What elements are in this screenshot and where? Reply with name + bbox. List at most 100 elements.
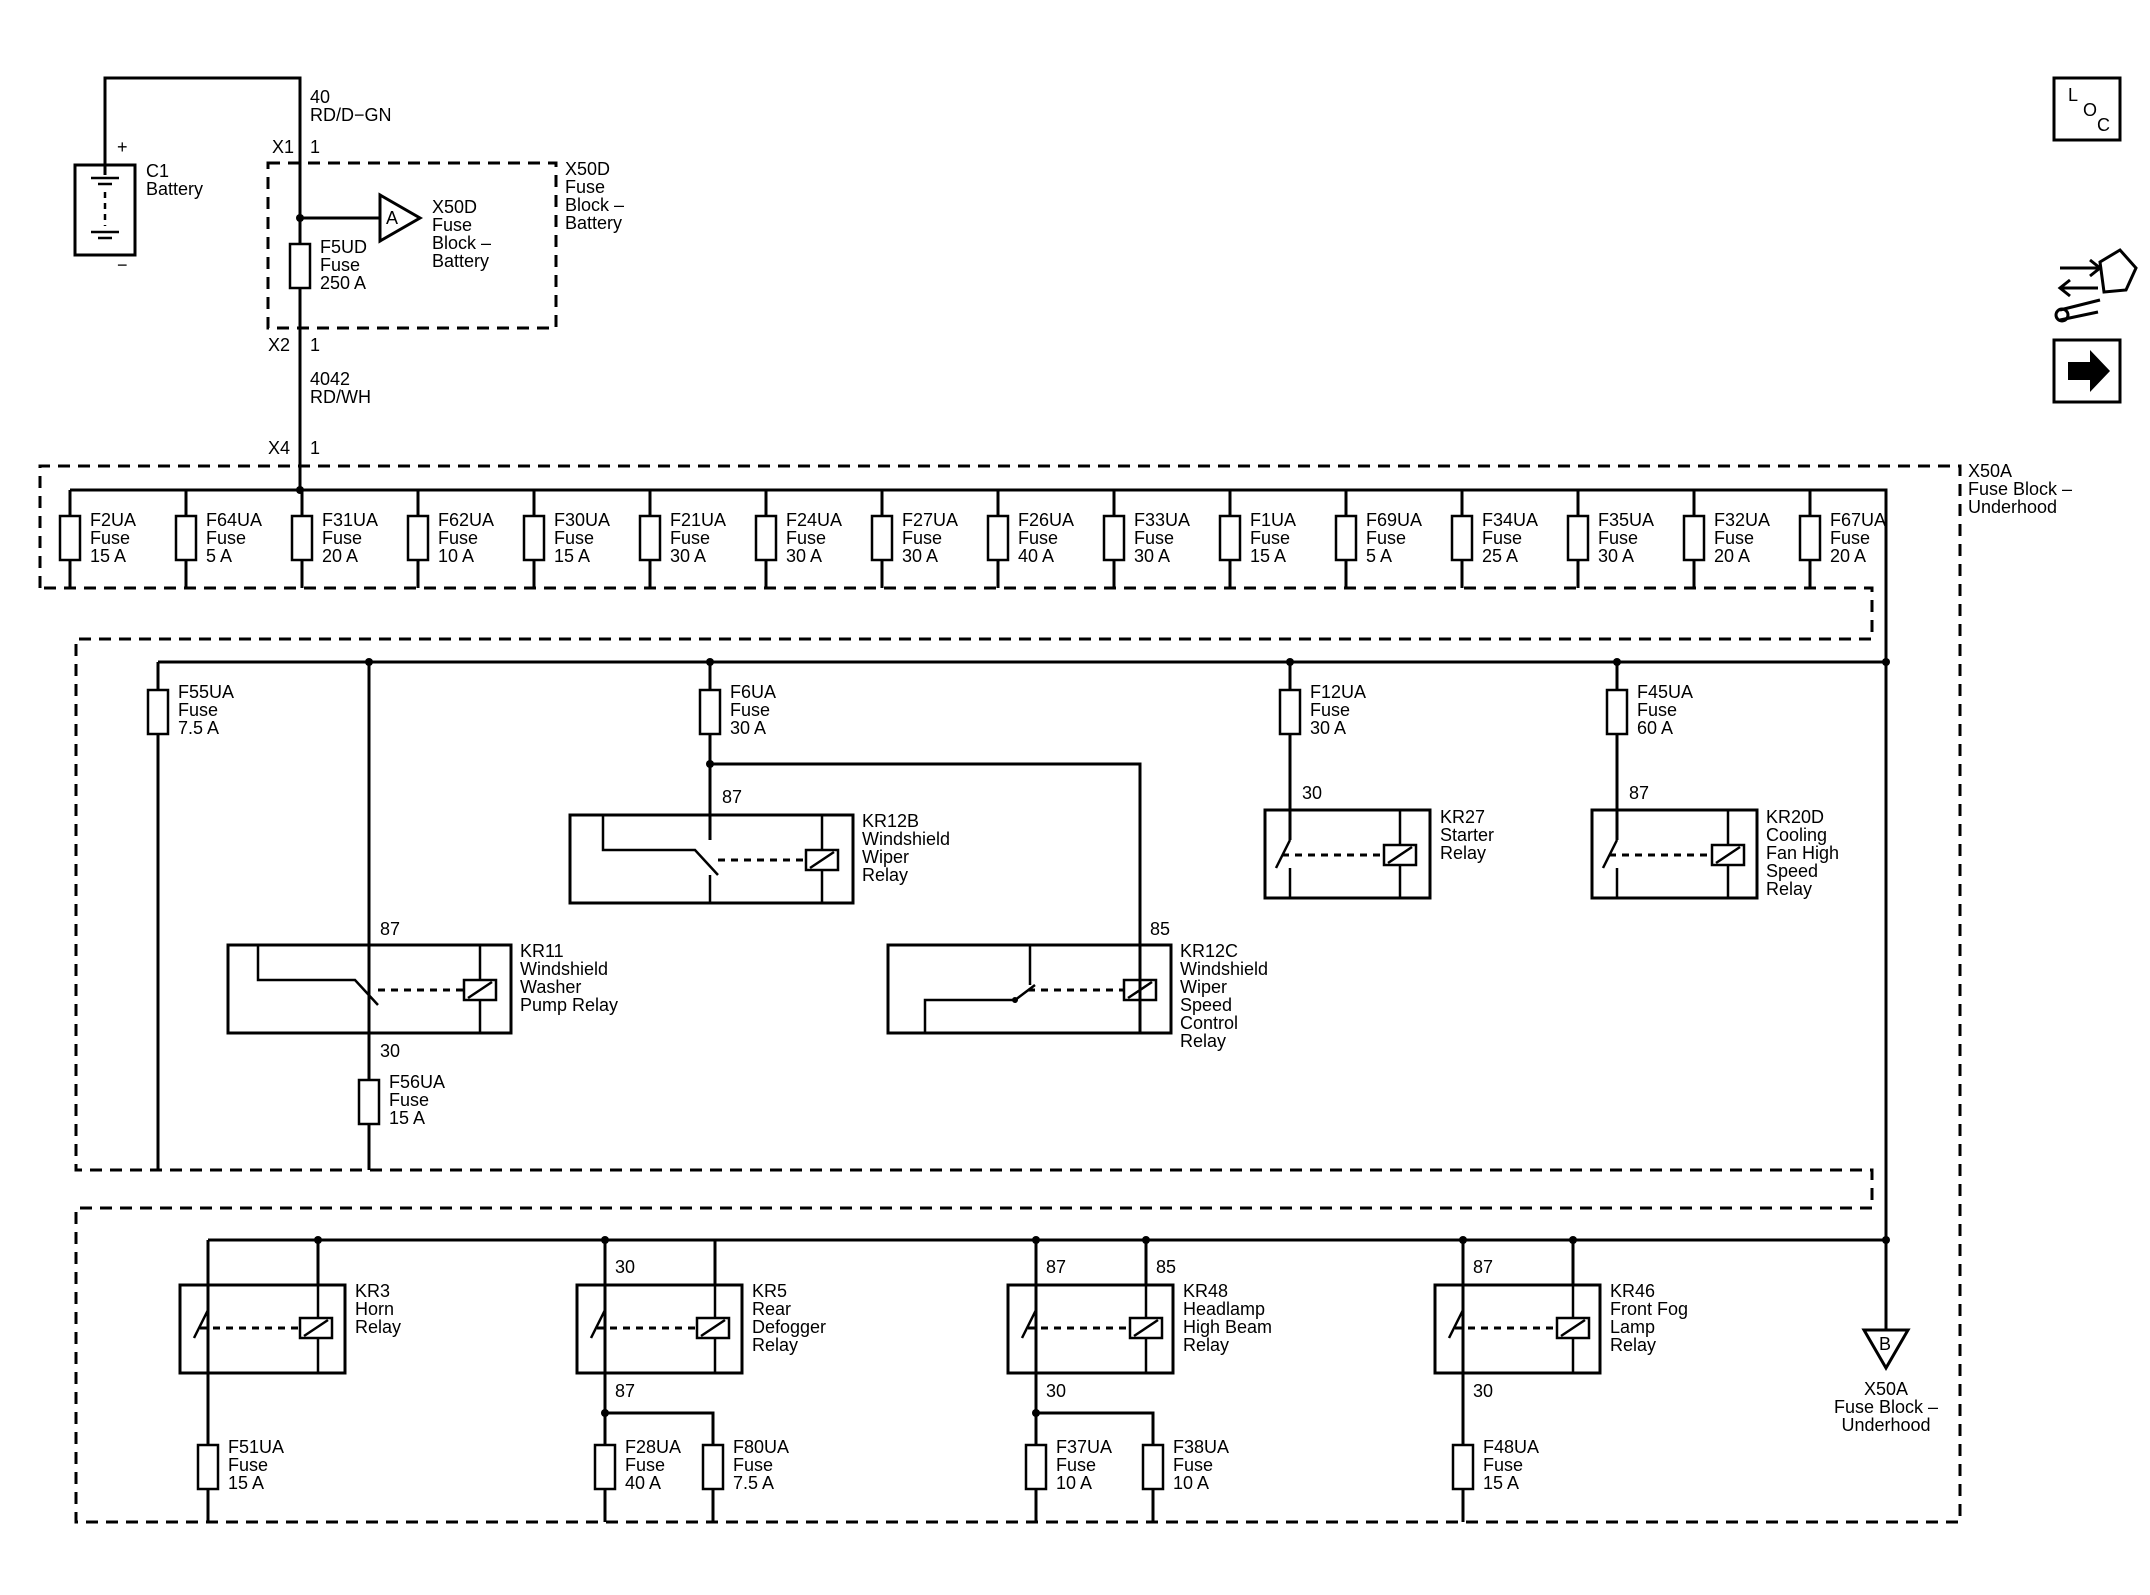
relay-coil — [695, 1316, 731, 1340]
fuse-15 — [1798, 514, 1822, 562]
fuse-rating: 20 A — [1714, 546, 1750, 566]
fuse-ref: F21UA — [670, 510, 726, 530]
fuse-rating: 30 A — [786, 546, 822, 566]
relay-ref: KR27 — [1440, 807, 1485, 827]
relay-coil — [298, 1316, 334, 1340]
offpage-b-ref: X50A — [1864, 1379, 1908, 1399]
fuse-ref: F80UA — [733, 1437, 789, 1457]
fuse-ref: F38UA — [1173, 1437, 1229, 1457]
relay-line: Relay — [1766, 879, 1812, 899]
fuse-type: Fuse — [438, 528, 478, 548]
offpage-b-letter: B — [1879, 1334, 1891, 1354]
fuse-ref: F30UA — [554, 510, 610, 530]
relay-coil — [1122, 978, 1158, 1002]
fuse-rating: 25 A — [1482, 546, 1518, 566]
fuse-10 — [1218, 514, 1242, 562]
fuse-rating: 30 A — [1134, 546, 1170, 566]
fuse-6 — [754, 514, 778, 562]
fuse-3 — [406, 514, 430, 562]
fuse-rating: 7.5 A — [733, 1473, 774, 1493]
offpage-a-line: Battery — [432, 251, 489, 271]
fuse-rating: 20 A — [322, 546, 358, 566]
fuse-rating: 10 A — [1056, 1473, 1092, 1493]
pin-label: 87 — [615, 1381, 635, 1401]
fuse-type: Fuse — [786, 528, 826, 548]
battery-symbol — [73, 163, 137, 257]
fuse-type: Fuse — [90, 528, 130, 548]
fuse-ref: F6UA — [730, 682, 776, 702]
fuse-f48ua — [1451, 1443, 1475, 1491]
fuse-ref: F32UA — [1714, 510, 1770, 530]
fuse-ref: F1UA — [1250, 510, 1296, 530]
x50a-block: X50A Fuse Block – Underhood — [38, 461, 2072, 1524]
fuse-ref: F27UA — [902, 510, 958, 530]
fuse-type: Fuse — [1483, 1455, 1523, 1475]
loc-letter: C — [2097, 115, 2110, 135]
fuse-14 — [1682, 514, 1706, 562]
wire-mid-color: RD/WH — [310, 387, 371, 407]
fuse-rating: 20 A — [1830, 546, 1866, 566]
relay-line: Relay — [1183, 1335, 1229, 1355]
wire-top-circuit: 40 — [310, 87, 330, 107]
fuse-ref: F56UA — [389, 1072, 445, 1092]
fuse-type: Fuse — [1056, 1455, 1096, 1475]
pin-label: 87 — [1629, 783, 1649, 803]
middle-section: F55UA Fuse 7.5 A 87 KR11 Windshield Wash… — [146, 658, 1890, 1170]
fuse-5 — [638, 514, 662, 562]
x50a-ref: X50A — [1968, 461, 2012, 481]
relay-line: Relay — [355, 1317, 401, 1337]
relay-kr27 — [1263, 808, 1432, 900]
fuse-13 — [1566, 514, 1590, 562]
battery-name: Battery — [146, 179, 203, 199]
fuse-f56ua — [357, 1078, 381, 1126]
loc-icon[interactable]: L O C — [2052, 76, 2122, 142]
pin-label: 85 — [1150, 919, 1170, 939]
relay-line: Relay — [1180, 1031, 1226, 1051]
fuse-ref: F55UA — [178, 682, 234, 702]
fuse-f5ud-rating: 250 A — [320, 273, 366, 293]
fuse-type: Fuse — [733, 1455, 773, 1475]
fuse-f5ud-type: Fuse — [320, 255, 360, 275]
fuse-type: Fuse — [1637, 700, 1677, 720]
offpage-a-line: Block – — [432, 233, 491, 253]
battery-section: + − C1 Battery 40 RD/D−GN X1 1 X50D Fuse… — [73, 76, 624, 490]
relay-ref: KR11 — [520, 941, 564, 961]
x50a-line: Underhood — [1968, 497, 2057, 517]
fuse-type: Fuse — [730, 700, 770, 720]
pin-label: 30 — [380, 1041, 400, 1061]
fuse-ref: F45UA — [1637, 682, 1693, 702]
connector-x4-pin: 1 — [310, 438, 320, 458]
relay-line: Relay — [862, 865, 908, 885]
pin-label: 30 — [1302, 783, 1322, 803]
relay-ref: KR3 — [355, 1281, 390, 1301]
x50d-ref: X50D — [565, 159, 610, 179]
relay-line: Relay — [1440, 843, 1486, 863]
connector-x4: X4 — [268, 438, 290, 458]
connector-tool-icon[interactable] — [2054, 248, 2138, 323]
fuse-type: Fuse — [554, 528, 594, 548]
next-arrow-icon[interactable] — [2052, 338, 2122, 404]
relay-line: Fan High — [1766, 843, 1839, 863]
fuse-ref: F28UA — [625, 1437, 681, 1457]
connector-x1-pin: 1 — [310, 137, 320, 157]
x50d-line: Fuse — [565, 177, 605, 197]
fuse-type: Fuse — [322, 528, 362, 548]
fuse-4 — [522, 514, 546, 562]
wire-top-color: RD/D−GN — [310, 105, 392, 125]
fuse-type: Fuse — [1714, 528, 1754, 548]
relay-line: High Beam — [1183, 1317, 1272, 1337]
fuse-rating: 30 A — [730, 718, 766, 738]
fuse-rating: 40 A — [625, 1473, 661, 1493]
pin-label: 85 — [1156, 1257, 1176, 1277]
pin-label: 87 — [1046, 1257, 1066, 1277]
fuse-ref: F12UA — [1310, 682, 1366, 702]
relay-line: Defogger — [752, 1317, 826, 1337]
fuse-type: Fuse — [389, 1090, 429, 1110]
relay-line: Speed — [1766, 861, 1818, 881]
fuse-type: Fuse — [1173, 1455, 1213, 1475]
fuse-ref: F31UA — [322, 510, 378, 530]
relay-line: Wiper — [1180, 977, 1227, 997]
fuse-rating: 10 A — [1173, 1473, 1209, 1493]
relay-kr20d — [1590, 808, 1759, 900]
relay-line: Windshield — [862, 829, 950, 849]
